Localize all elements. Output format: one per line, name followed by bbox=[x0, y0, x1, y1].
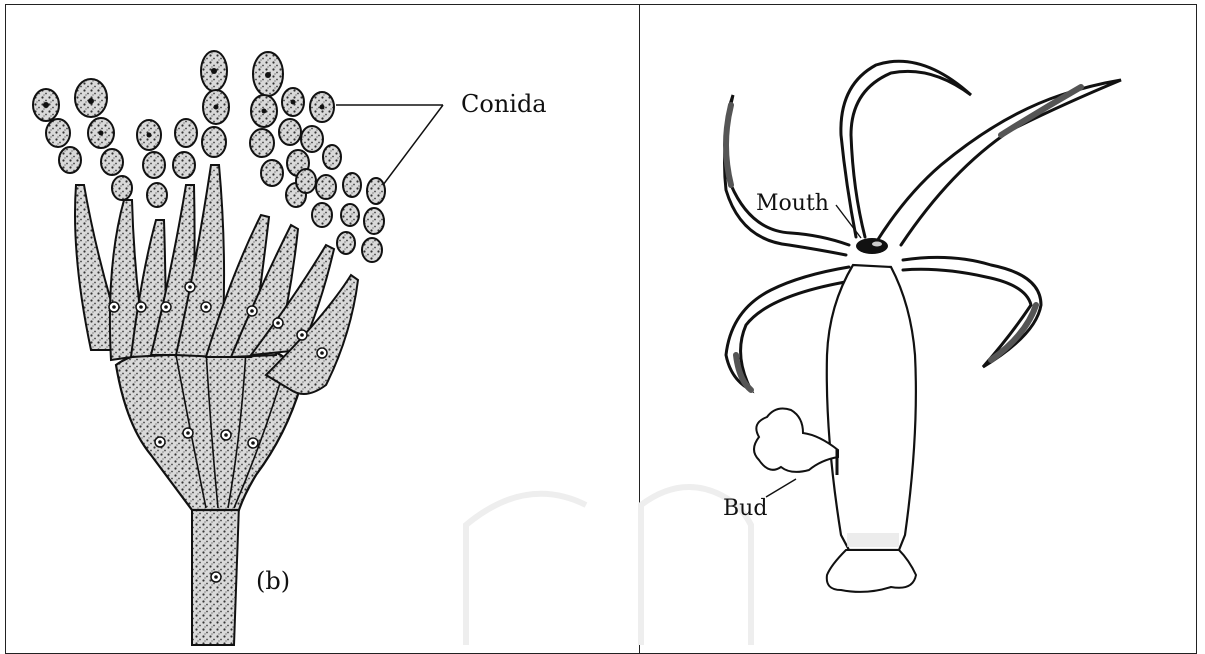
hydra-panel: Mouth Bud bbox=[641, 5, 1197, 648]
bud bbox=[754, 409, 838, 472]
hydra-body bbox=[827, 265, 916, 550]
basal-disc bbox=[827, 550, 916, 592]
mouth-pointer bbox=[836, 205, 861, 238]
label-mouth: Mouth bbox=[756, 191, 829, 216]
hydra-mouth bbox=[856, 238, 888, 254]
label-b: (b) bbox=[256, 567, 290, 595]
tentacles bbox=[725, 61, 1121, 390]
watermark-shape bbox=[466, 494, 586, 645]
conidiophore-diagram: Conida (b) bbox=[6, 5, 638, 648]
bud-pointer bbox=[766, 479, 796, 497]
label-bud: Bud bbox=[723, 496, 767, 521]
hydra-diagram: Mouth Bud bbox=[641, 5, 1197, 648]
label-conida: Conida bbox=[461, 90, 547, 118]
conidiophore-panel: Conida (b) bbox=[6, 5, 638, 648]
